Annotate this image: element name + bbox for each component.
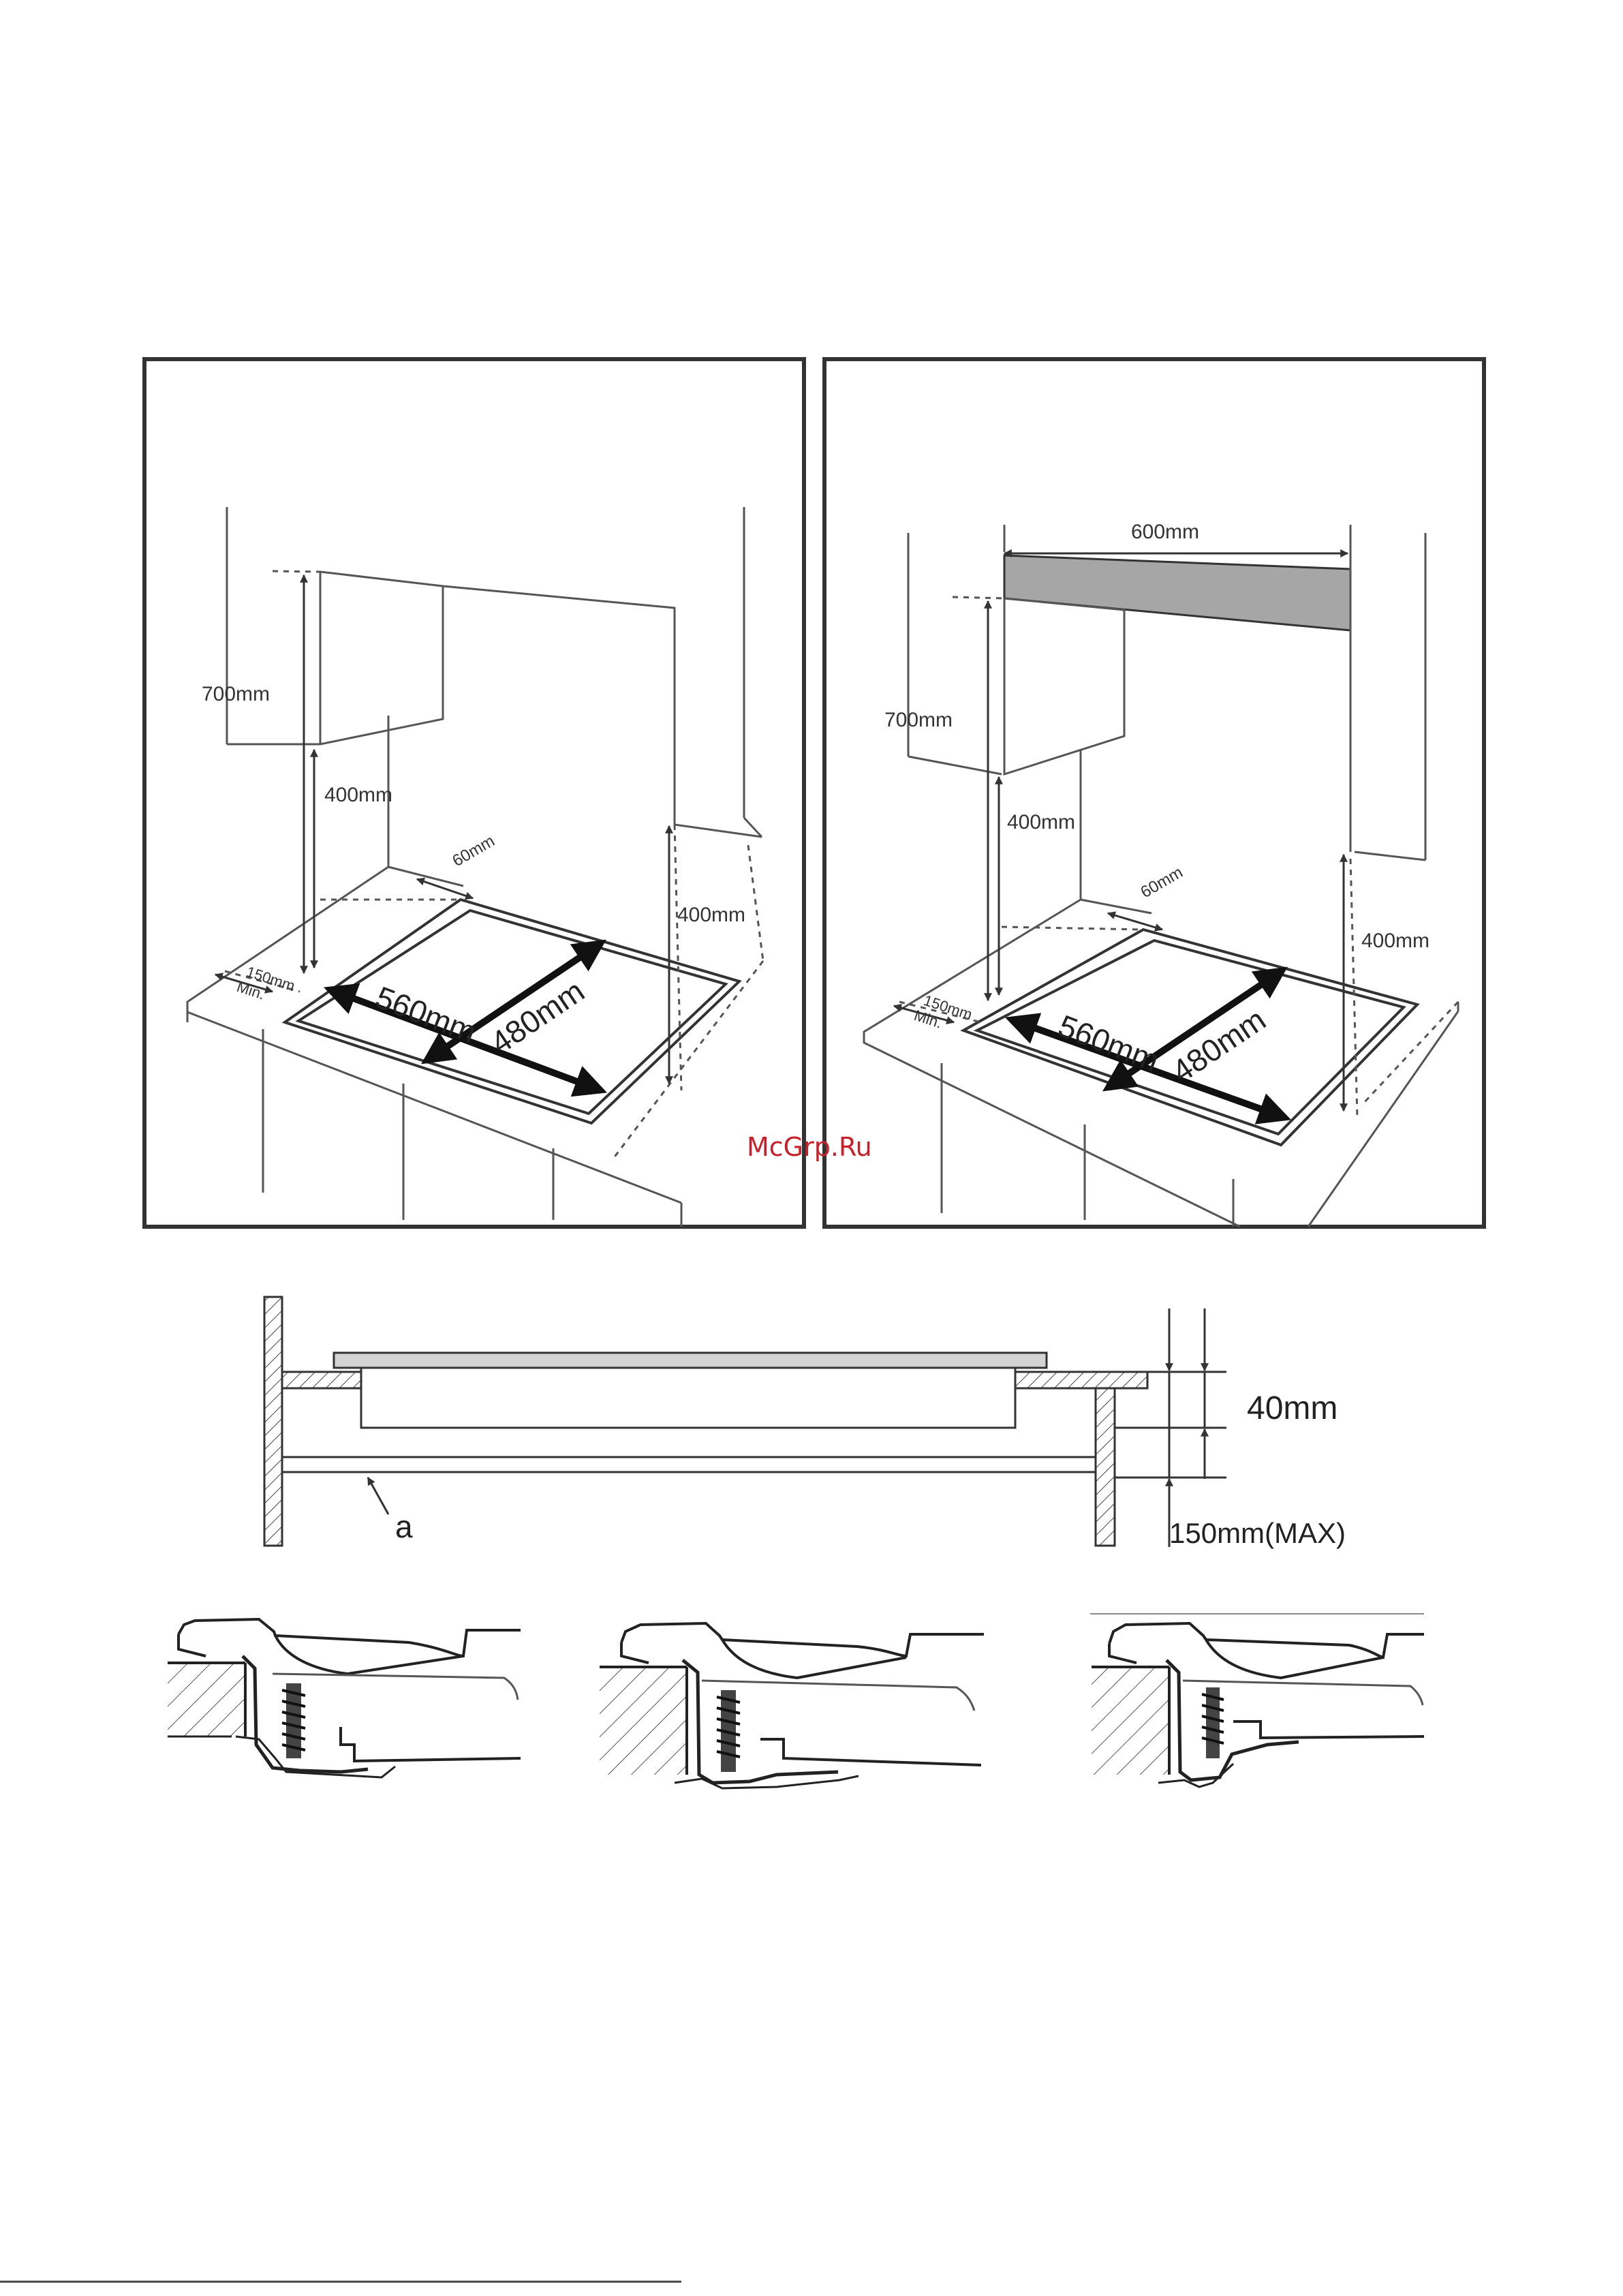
left-cutout xyxy=(285,900,739,1123)
bracket2-worktop xyxy=(600,1667,687,1775)
panel-left-kitchen-view: 700mm 400mm 400mm 60mm 150mm Min. 560mm … xyxy=(144,359,804,1227)
bracket-detail-1 xyxy=(168,1619,521,1777)
left-label-700: 700mm xyxy=(202,683,270,705)
bracket-detail-2 xyxy=(600,1623,984,1788)
bracket2-clip xyxy=(683,1660,838,1783)
right-label-400-left: 400mm xyxy=(1007,811,1075,833)
section-label-150max: 150mm(MAX) xyxy=(1169,1517,1346,1549)
bracket-detail-3 xyxy=(1090,1614,1424,1787)
cross-section-diagram: a 40mm 150mm(MAX) xyxy=(264,1297,1346,1549)
right-cutout xyxy=(963,930,1417,1145)
pointer-a-label: a xyxy=(395,1509,413,1544)
pointer-a-arrow xyxy=(368,1478,388,1514)
left-countertop xyxy=(187,867,681,1227)
bracket2-screw xyxy=(717,1690,740,1772)
left-wall-lines xyxy=(227,507,762,867)
section-dimensions xyxy=(1115,1308,1226,1547)
left-dotted-guides xyxy=(225,571,763,1159)
section-label-40mm: 40mm xyxy=(1247,1390,1338,1426)
left-label-60: 60mm xyxy=(450,831,498,870)
left-label-400-left: 400mm xyxy=(324,784,392,806)
section-worktop-left xyxy=(282,1372,361,1388)
watermark: McGrp.Ru xyxy=(747,1132,872,1162)
right-label-600: 600mm xyxy=(1131,521,1199,543)
left-label-400-right: 400mm xyxy=(677,904,745,926)
panel-right-frame xyxy=(824,359,1484,1227)
bracket3-worktop xyxy=(1092,1667,1169,1775)
panel-right-kitchen-view: 600mm 700mm 400mm 400mm 60mm 150mm Min. … xyxy=(824,359,1484,1227)
section-left-wall xyxy=(264,1297,282,1546)
section-worktop-right xyxy=(1015,1372,1147,1388)
bracket1-screw xyxy=(282,1683,305,1758)
section-hob-top xyxy=(334,1353,1047,1368)
right-label-60: 60mm xyxy=(1138,863,1186,902)
bracket3-screw xyxy=(1202,1687,1224,1758)
left-label-560: 560mm xyxy=(371,979,481,1050)
right-wall-cabinet xyxy=(1004,598,1124,774)
right-hood xyxy=(1004,555,1350,630)
right-label-700: 700mm xyxy=(884,709,953,731)
bracket1-worktop xyxy=(168,1663,245,1736)
section-right-panel xyxy=(1096,1388,1115,1546)
section-hob-body xyxy=(361,1368,1015,1428)
right-label-400-right: 400mm xyxy=(1361,930,1429,952)
panel-left-frame xyxy=(144,359,804,1227)
